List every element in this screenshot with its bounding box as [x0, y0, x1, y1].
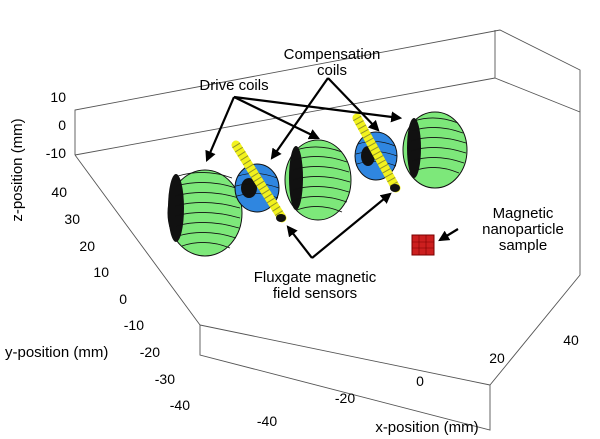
- x-tick-label: 0: [416, 373, 424, 389]
- z-axis: 10 0 -10 z-position (mm): [9, 89, 66, 222]
- bounding-box: [74, 29, 581, 431]
- y-tick-label: -20: [140, 344, 160, 360]
- label-fluxgate-1: Fluxgate magnetic: [254, 269, 377, 286]
- label-compensation-coils-2: coils: [317, 62, 347, 79]
- x-tick-label: 20: [489, 350, 505, 366]
- x-axis: -40 -20 0 20 40 x-position (mm): [257, 332, 579, 436]
- x-tick-label: 40: [563, 332, 579, 348]
- label-compensation-coils-1: Compensation: [284, 46, 381, 63]
- y-tick-label: -30: [155, 371, 175, 387]
- z-axis-label: z-position (mm): [9, 118, 26, 221]
- y-tick-label: 10: [93, 264, 109, 280]
- fluxgate-sensor-right: [352, 113, 401, 193]
- drive-coil-middle: [284, 139, 352, 221]
- drive-coil-right: [402, 111, 468, 189]
- z-tick-label: -10: [46, 145, 66, 161]
- z-tick-label: 0: [58, 117, 66, 133]
- y-tick-label: 40: [51, 184, 67, 200]
- label-fluxgate-2: field sensors: [273, 285, 357, 302]
- y-tick-label: -10: [124, 317, 144, 333]
- y-tick-label: -40: [170, 397, 190, 413]
- y-axis-label: y-position (mm): [5, 344, 108, 361]
- label-sample-2: nanoparticle: [482, 221, 564, 238]
- z-tick-label: 10: [50, 89, 66, 105]
- x-tick-label: -20: [335, 390, 355, 406]
- y-tick-label: 20: [79, 238, 95, 254]
- nanoparticle-sample: [411, 234, 435, 256]
- y-axis: 40 30 20 10 0 -10 -20 -30 -40 y-position…: [5, 184, 190, 413]
- x-axis-label: x-position (mm): [375, 419, 478, 436]
- y-tick-label: 0: [119, 291, 127, 307]
- y-tick-label: 30: [64, 211, 80, 227]
- label-sample-3: sample: [499, 237, 547, 254]
- fluxgate-sensor-left: [231, 140, 287, 223]
- drive-coil-left: [167, 169, 243, 257]
- label-drive-coils: Drive coils: [199, 77, 268, 94]
- x-tick-label: -40: [257, 413, 277, 429]
- label-sample-1: Magnetic: [493, 205, 554, 222]
- annotation-arrows: [205, 77, 459, 259]
